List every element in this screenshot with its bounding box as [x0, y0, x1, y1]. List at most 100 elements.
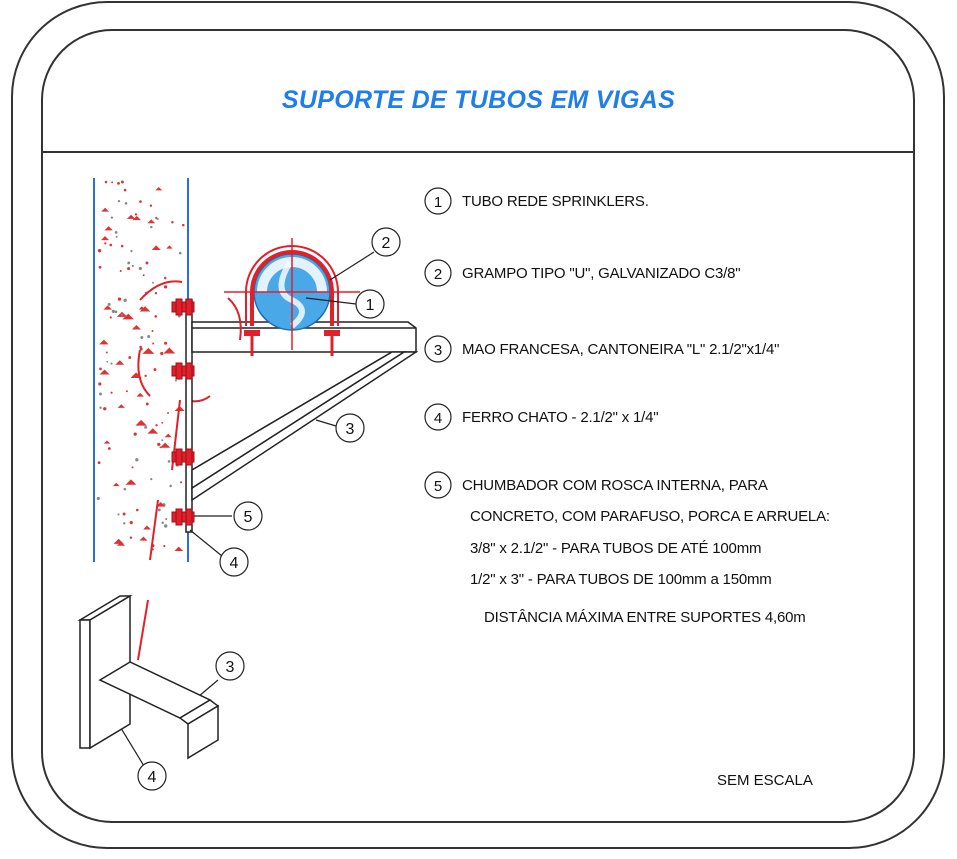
concrete-aggregate	[99, 369, 110, 375]
concrete-speck	[117, 199, 121, 203]
concrete-speck	[154, 292, 158, 295]
concrete-speck	[178, 251, 182, 255]
concrete-aggregate	[156, 502, 166, 507]
concrete-speck	[107, 302, 111, 306]
concrete-aggregate	[101, 207, 110, 212]
concrete-speck	[134, 213, 138, 216]
concrete-speck	[109, 316, 112, 319]
concrete-speck	[157, 508, 161, 512]
concrete-speck	[114, 310, 118, 314]
concrete-speck	[160, 351, 164, 356]
callout-number: 3	[346, 421, 355, 438]
inner-frame	[41, 29, 915, 823]
concrete-speck	[125, 390, 128, 393]
concrete-speck	[123, 298, 127, 302]
concrete-speck	[161, 421, 164, 424]
leader-lines	[115, 251, 375, 767]
concrete-aggregate	[147, 219, 156, 224]
concrete-aggregate	[112, 482, 120, 487]
concrete-speck	[155, 424, 158, 427]
concrete-aggregate	[136, 392, 144, 397]
concrete-speck	[104, 242, 107, 245]
concrete-aggregate	[132, 215, 141, 221]
legend-number: 4	[434, 410, 442, 427]
concrete-speck	[120, 313, 123, 316]
callout-pipe: 1	[355, 289, 385, 319]
concrete-speck	[163, 285, 168, 289]
concrete-speck	[128, 356, 132, 359]
concrete-aggregate	[126, 214, 136, 219]
legend-item-4: FERRO CHATO - 2.1/2" x 1/4"	[462, 409, 659, 426]
callout-clamp: 2	[371, 227, 401, 257]
concrete-speck	[117, 513, 120, 516]
concrete-speck	[163, 276, 167, 280]
legend-item-1: TUBO REDE SPRINKLERS.	[462, 193, 649, 210]
concrete-speck	[120, 180, 124, 184]
legend-item-5-line-3: 3/8" x 2.1/2" - PARA TUBOS DE ATÉ 100mm	[470, 540, 762, 557]
concrete-speck	[103, 407, 107, 411]
concrete-speck	[144, 374, 147, 378]
concrete-speck	[111, 309, 115, 314]
page-title: SUPORTE DE TUBOS EM VIGAS	[281, 86, 676, 114]
concrete-speck	[151, 330, 154, 333]
legend-number: 3	[434, 342, 442, 359]
concrete-aggregate	[125, 479, 137, 485]
legend-number: 1	[434, 194, 442, 211]
concrete-aggregate	[139, 536, 148, 541]
concrete-speck	[150, 225, 153, 229]
concrete-speck	[144, 425, 148, 429]
concrete-speck	[97, 461, 101, 465]
concrete-speck	[159, 446, 162, 449]
concrete-speck	[110, 362, 113, 365]
concrete-speck	[99, 367, 102, 371]
concrete-speck	[167, 460, 171, 463]
concrete-speck	[114, 231, 118, 234]
concrete-speck	[142, 274, 145, 277]
concrete-speck	[98, 382, 102, 386]
concrete-aggregate	[155, 187, 163, 191]
concrete-speck	[135, 508, 139, 512]
concrete-aggregate	[104, 226, 113, 231]
concrete-speck	[99, 406, 102, 409]
concrete-speck	[174, 379, 177, 382]
callout-bracket: 3	[335, 413, 365, 443]
concrete-aggregate	[115, 360, 125, 365]
concrete-speck	[120, 244, 124, 248]
callout-number: 3	[226, 659, 235, 676]
max-distance-note: DISTÂNCIA MÁXIMA ENTRE SUPORTES 4,60m	[484, 609, 806, 626]
concrete-speck	[123, 522, 126, 525]
concrete-aggregate	[163, 347, 176, 354]
concrete-speck	[131, 466, 134, 469]
concrete-speck	[109, 243, 113, 247]
concrete-aggregate	[164, 433, 172, 438]
concrete-aggregate	[147, 428, 159, 434]
callout-number: 4	[148, 769, 157, 786]
concrete-aggregate	[103, 305, 112, 310]
concrete-speck	[139, 347, 143, 351]
callout-number: 1	[366, 297, 375, 314]
concrete-speck	[117, 297, 122, 301]
concrete-speck	[167, 412, 169, 414]
callout-detail-bracket: 3	[215, 651, 245, 681]
concrete-speck	[96, 496, 100, 501]
concrete-speck	[171, 221, 174, 224]
concrete-speck	[135, 458, 139, 462]
concrete-speck	[106, 360, 109, 363]
concrete-speck	[97, 248, 102, 253]
concrete-speck	[140, 335, 144, 340]
concrete-speck	[161, 521, 164, 524]
concrete-speck	[122, 512, 126, 516]
legend-item-5-line-2: CONCRETO, COM PARAFUSO, PORCA E ARRUELA:	[470, 508, 830, 525]
concrete-speck	[156, 217, 159, 220]
legend-badges: 1 2 3 4 5	[424, 187, 452, 499]
concrete-speck	[119, 269, 122, 273]
flat-bar	[185, 299, 193, 533]
concrete-speck	[153, 368, 157, 372]
concrete-speck	[163, 544, 166, 548]
concrete-speck	[133, 432, 137, 436]
concrete-aggregate	[159, 442, 171, 448]
concrete-aggregate	[151, 245, 161, 250]
callout-detail-flat-bar: 4	[137, 761, 167, 791]
legend-item-5: CHUMBADOR COM ROSCA INTERNA, PARA	[462, 477, 768, 494]
